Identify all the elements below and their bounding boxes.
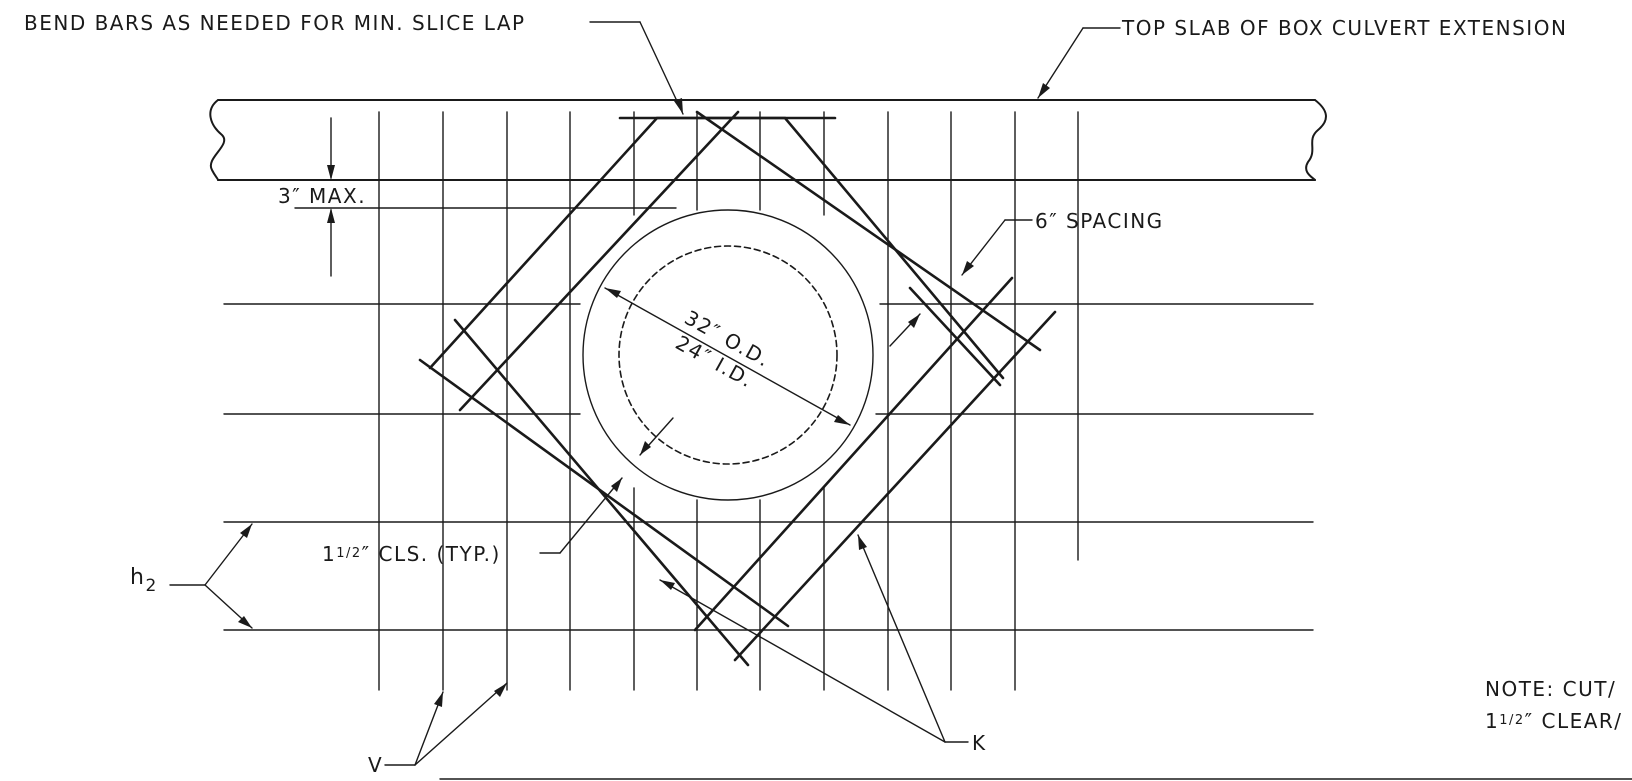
v-leader <box>384 682 508 766</box>
cls-fraction: 1/2 <box>336 546 361 561</box>
h2-dimension <box>169 523 253 629</box>
spacing-6-leader <box>889 219 1033 347</box>
max-3-dimension <box>327 117 335 277</box>
k-bars-diamond <box>418 110 1057 667</box>
cls-leader <box>539 417 674 554</box>
diameter-dimension-line <box>604 287 851 426</box>
arrow-icon <box>858 535 867 550</box>
arrow-icon <box>660 580 675 590</box>
bend-bars-leader <box>589 21 684 115</box>
pipe <box>582 209 874 501</box>
arrow-icon <box>962 261 974 275</box>
note-suffix: ″ CLEAR/ <box>1525 709 1623 733</box>
arrow-icon <box>611 478 622 492</box>
cls-label: 11/2″ CLS. (TYP.) <box>322 542 501 566</box>
top-slab-label: TOP SLAB OF BOX CULVERT EXTENSION <box>1121 16 1567 40</box>
arrow-icon <box>327 208 335 223</box>
arrow-icon <box>434 692 443 707</box>
k-leader <box>659 534 969 743</box>
note-line-2: 11/2″ CLEAR/ <box>1485 709 1623 733</box>
pipe-inner-diameter <box>618 245 838 465</box>
note-fraction: 1/2 <box>1499 713 1524 728</box>
horizontal-bars <box>223 207 1314 631</box>
k-label: K <box>972 731 987 755</box>
arrow-icon <box>240 524 252 538</box>
bend-bars-label: BEND BARS AS NEEDED FOR MIN. SLICE LAP <box>24 11 526 35</box>
arrow-icon <box>908 314 920 328</box>
pipe-outer-diameter <box>582 209 874 501</box>
arrow-icon <box>674 98 683 114</box>
spacing-6-label: 6″ SPACING <box>1035 209 1164 233</box>
arrow-icon <box>494 683 507 697</box>
arrow-icon <box>605 288 621 298</box>
h2-base: h <box>130 565 145 590</box>
h2-label: h2 <box>130 565 158 596</box>
arrow-icon <box>834 415 850 425</box>
max-3-label: 3″ MAX. <box>278 184 366 208</box>
cls-whole: 1 <box>322 542 336 566</box>
top-slab-outline <box>209 99 1327 181</box>
note-whole: 1 <box>1485 709 1499 733</box>
note-line-1: NOTE: CUT/ <box>1485 677 1616 701</box>
cls-suffix: ″ CLS. (TYP.) <box>362 542 501 566</box>
top-slab-leader <box>1037 27 1121 99</box>
h2-subscript: 2 <box>145 576 157 596</box>
arrow-icon <box>1038 83 1050 98</box>
v-label: V <box>368 753 383 777</box>
arrow-icon <box>327 165 335 180</box>
arrow-icon <box>640 441 651 455</box>
arrow-icon <box>238 616 252 628</box>
